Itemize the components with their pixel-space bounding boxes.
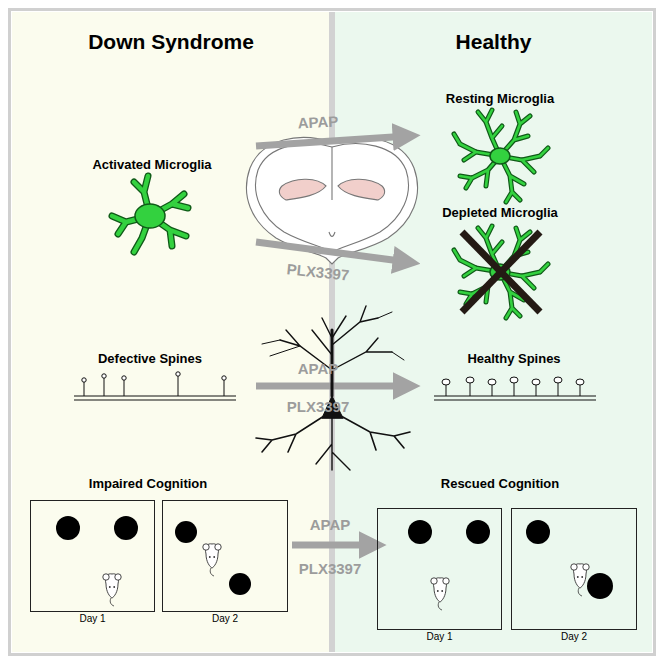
neuron bbox=[256, 306, 410, 470]
mouse-icon bbox=[431, 578, 449, 610]
brain-section bbox=[246, 138, 417, 264]
activated-microglia bbox=[112, 176, 188, 252]
cross-mark bbox=[462, 232, 540, 312]
condition-panel: Down SyndromeDay 1Day 2 bbox=[12, 12, 330, 652]
panel-caption: Resting Microglia bbox=[446, 91, 554, 106]
condition-heading: Healthy bbox=[335, 30, 652, 54]
test-arena: Day 2 bbox=[511, 508, 637, 630]
panel-caption: Activated Microglia bbox=[92, 157, 211, 172]
day-label: Day 2 bbox=[163, 613, 287, 624]
arena-objects bbox=[56, 516, 613, 599]
condition-panel: HealthyDay 1Day 2 bbox=[335, 12, 652, 652]
defective-spines bbox=[74, 372, 236, 400]
healthy-spines bbox=[434, 377, 596, 400]
day-label: Day 2 bbox=[512, 631, 636, 642]
test-arena: Day 1 bbox=[30, 500, 155, 612]
mouse-icon bbox=[203, 544, 221, 576]
mouse-icon bbox=[103, 574, 121, 606]
outer-frame bbox=[10, 10, 655, 655]
panel-caption: Depleted Microglia bbox=[442, 205, 558, 220]
mouse-icon bbox=[571, 564, 589, 596]
resting-microglia bbox=[454, 110, 548, 202]
drug-label: APAP bbox=[297, 112, 338, 131]
panel-caption: Impaired Cognition bbox=[89, 476, 207, 491]
day-label: Day 1 bbox=[378, 631, 501, 642]
depleted-microglia bbox=[454, 226, 548, 318]
drug-label: APAP bbox=[298, 360, 339, 377]
divider bbox=[329, 12, 335, 652]
condition-heading: Down Syndrome bbox=[12, 30, 330, 54]
panel-caption: Rescued Cognition bbox=[441, 476, 559, 491]
panel-caption: Healthy Spines bbox=[467, 351, 560, 366]
left-ground bbox=[12, 12, 330, 652]
test-arena: Day 2 bbox=[162, 500, 288, 612]
right-ground bbox=[335, 12, 652, 652]
panel-caption: Defective Spines bbox=[98, 351, 202, 366]
test-arena: Day 1 bbox=[377, 508, 502, 630]
drug-label: APAP bbox=[310, 516, 351, 533]
drug-label: PLX3397 bbox=[299, 560, 362, 577]
drug-label: PLX3397 bbox=[286, 260, 350, 283]
day-label: Day 1 bbox=[31, 613, 154, 624]
treatment-arrows bbox=[256, 136, 408, 545]
drug-label: PLX3397 bbox=[287, 398, 350, 415]
